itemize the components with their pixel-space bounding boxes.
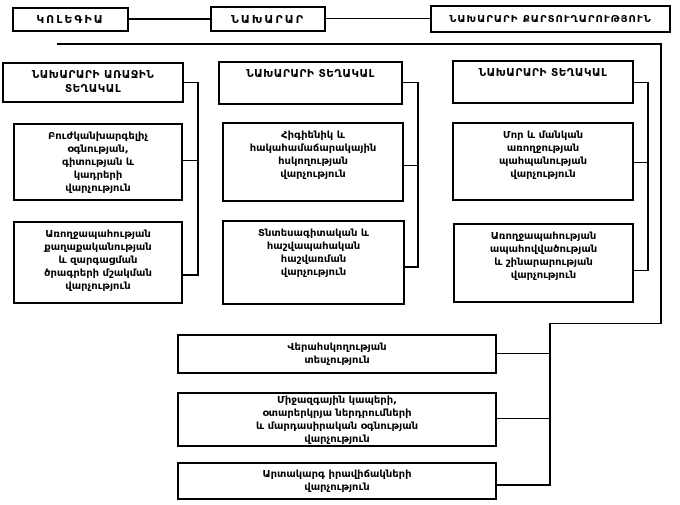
direct-unit-2-box: Միջազգային կապերի, օտարերկրյա ներդրումնե… [177, 392, 497, 447]
connector-line [403, 81, 418, 84]
connector-line [549, 322, 662, 325]
connector-line [660, 43, 662, 324]
connector-line [197, 81, 199, 276]
deputy-2-dept-2-box: Տնտեսագիտական և հաշվապահական հաշվառման վ… [222, 220, 405, 305]
minister-box: ՆԱԽԱՐԱՐ [210, 6, 326, 32]
connector-line [326, 17, 430, 20]
connector-line [634, 81, 648, 84]
connector-line [497, 484, 549, 486]
connector-line [647, 81, 649, 271]
connector-line [129, 18, 210, 20]
connector-line [549, 322, 551, 486]
deputy-2-header-box: ՆԱԽԱՐԱՐԻ ՏԵՂԱԿԱԼ [218, 61, 403, 105]
collegium-box: ԿՈԼԵԳԻԱ [12, 7, 129, 32]
connector-line [184, 81, 198, 84]
connector-line [405, 266, 418, 268]
minister-secretariat-box: ՆԱԽԱՐԱՐԻ ՔԱՐՏՈՒՂԱՐՈՒԹՅՈՒՆ [430, 5, 671, 33]
connector-line [497, 352, 549, 355]
connector-line [634, 161, 648, 164]
direct-unit-3-box: Արտակարգ իրավիճակների վարչություն [177, 462, 497, 500]
deputy-1-header-box: ՆԱԽԱՐԱՐԻ ԱՌԱՋԻՆ ՏԵՂԱԿԱԼ [2, 62, 184, 103]
deputy-1-dept-1-box: Բուժկանխարգելիչ օգնության, գիտության և կ… [13, 123, 183, 201]
deputy-3-dept-1-box: Մոր և մանկան առողջության պահպանության վա… [452, 122, 634, 201]
connector-line [417, 81, 419, 268]
connector-line [497, 417, 549, 420]
direct-unit-1-box: Վերահսկողության տեսչություն [177, 334, 497, 374]
connector-line [57, 43, 661, 45]
deputy-2-dept-1-box: Հիգիենիկ և հակահամաճարակային հսկողության… [222, 122, 404, 202]
connector-line [183, 274, 198, 276]
connector-line [634, 269, 648, 272]
deputy-3-header-box: ՆԱԽԱՐԱՐԻ ՏԵՂԱԿԱԼ [452, 60, 634, 104]
connector-line [183, 159, 198, 162]
connector-line [404, 164, 418, 167]
deputy-1-dept-2-box: Առողջապահության քաղաքականության և զարգաց… [13, 221, 183, 304]
deputy-3-dept-2-box: Առողջապահության ապահովվածության և շինարա… [453, 223, 634, 303]
